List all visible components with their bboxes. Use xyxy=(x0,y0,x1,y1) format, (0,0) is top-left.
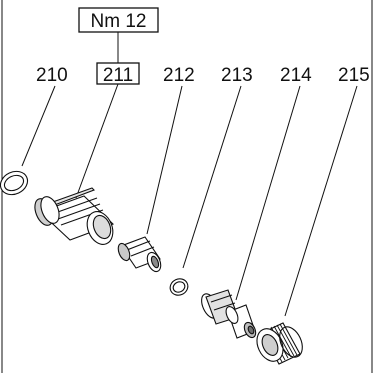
leader-lines xyxy=(21,83,358,317)
leader-210 xyxy=(21,85,56,167)
leader-213 xyxy=(182,85,242,269)
callout-211: 211 xyxy=(103,65,133,86)
part-211-filter xyxy=(34,187,115,245)
part-215-knurled-nut xyxy=(256,322,303,365)
callout-213: 213 xyxy=(221,65,253,86)
leader-214 xyxy=(235,85,301,301)
callout-215: 215 xyxy=(338,65,370,86)
part-212-sleeve xyxy=(117,236,162,273)
part-214-fitting xyxy=(201,289,257,339)
part-210-o-ring xyxy=(0,170,29,196)
part-213-o-ring xyxy=(169,278,189,296)
torque-label: Nm 12 xyxy=(91,11,147,32)
leader-215 xyxy=(284,85,358,317)
leader-211 xyxy=(75,83,119,199)
leader-212 xyxy=(146,85,183,235)
torque-spec: Nm 12 xyxy=(78,7,159,63)
callout-210: 210 xyxy=(36,65,68,86)
callout-214: 214 xyxy=(280,65,312,86)
callout-211-group: 211 xyxy=(96,62,140,86)
callout-212: 212 xyxy=(163,65,195,86)
